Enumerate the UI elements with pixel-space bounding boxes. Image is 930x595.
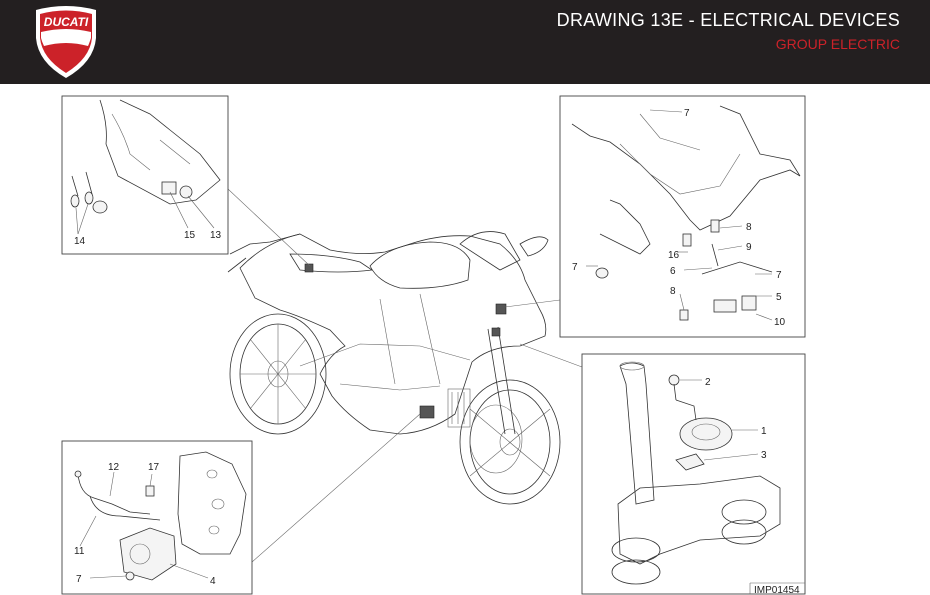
leader-line-bottom-right [519, 343, 583, 368]
page-subtitle: GROUP ELECTRIC [775, 36, 900, 52]
motorcycle-illustration [227, 231, 561, 505]
callout-11: 11 [74, 546, 85, 557]
image-code: IMP01454 [754, 585, 800, 595]
leader-line-top-right [504, 299, 561, 308]
ducati-logo: DUCATI [36, 6, 96, 78]
callout-5: 5 [776, 292, 782, 303]
callout-7b: 7 [776, 270, 782, 281]
callout-13: 13 [210, 230, 222, 241]
callout-4: 4 [210, 576, 216, 587]
callout-10: 10 [774, 317, 786, 328]
leader-line-bottom-left [251, 413, 421, 563]
callout-12: 12 [108, 462, 120, 473]
detail-bottom-left: 12 17 11 7 4 [61, 440, 253, 595]
callout-6: 6 [670, 266, 676, 277]
callout-1: 1 [761, 426, 767, 437]
header-bar: DUCATI DRAWING 13E - ELECTRICAL DEVICES … [0, 0, 930, 84]
page-title: DRAWING 13E - ELECTRICAL DEVICES [556, 10, 900, 30]
callout-2: 2 [705, 377, 711, 388]
callout-17: 17 [148, 462, 160, 473]
callout-15: 15 [184, 230, 196, 241]
callout-3: 3 [761, 450, 767, 461]
svg-text:DUCATI: DUCATI [44, 15, 89, 29]
detail-bottom-right: 2 1 3 IMP01454 [581, 353, 806, 595]
detail-top-left: 14 15 13 [61, 95, 229, 255]
callout-7a: 7 [684, 108, 690, 119]
callout-8a: 8 [746, 222, 752, 233]
callout-9: 9 [746, 242, 752, 253]
exploded-drawing: 14 15 13 7 8 16 9 7 6 7 8 5 [61, 95, 806, 595]
callout-16: 16 [668, 250, 680, 261]
callout-7c: 7 [572, 262, 578, 273]
detail-top-right: 7 8 16 9 7 6 7 8 5 10 [559, 95, 806, 338]
callout-8b: 8 [670, 286, 676, 297]
callout-14: 14 [74, 236, 86, 247]
callout-7d: 7 [76, 574, 82, 585]
